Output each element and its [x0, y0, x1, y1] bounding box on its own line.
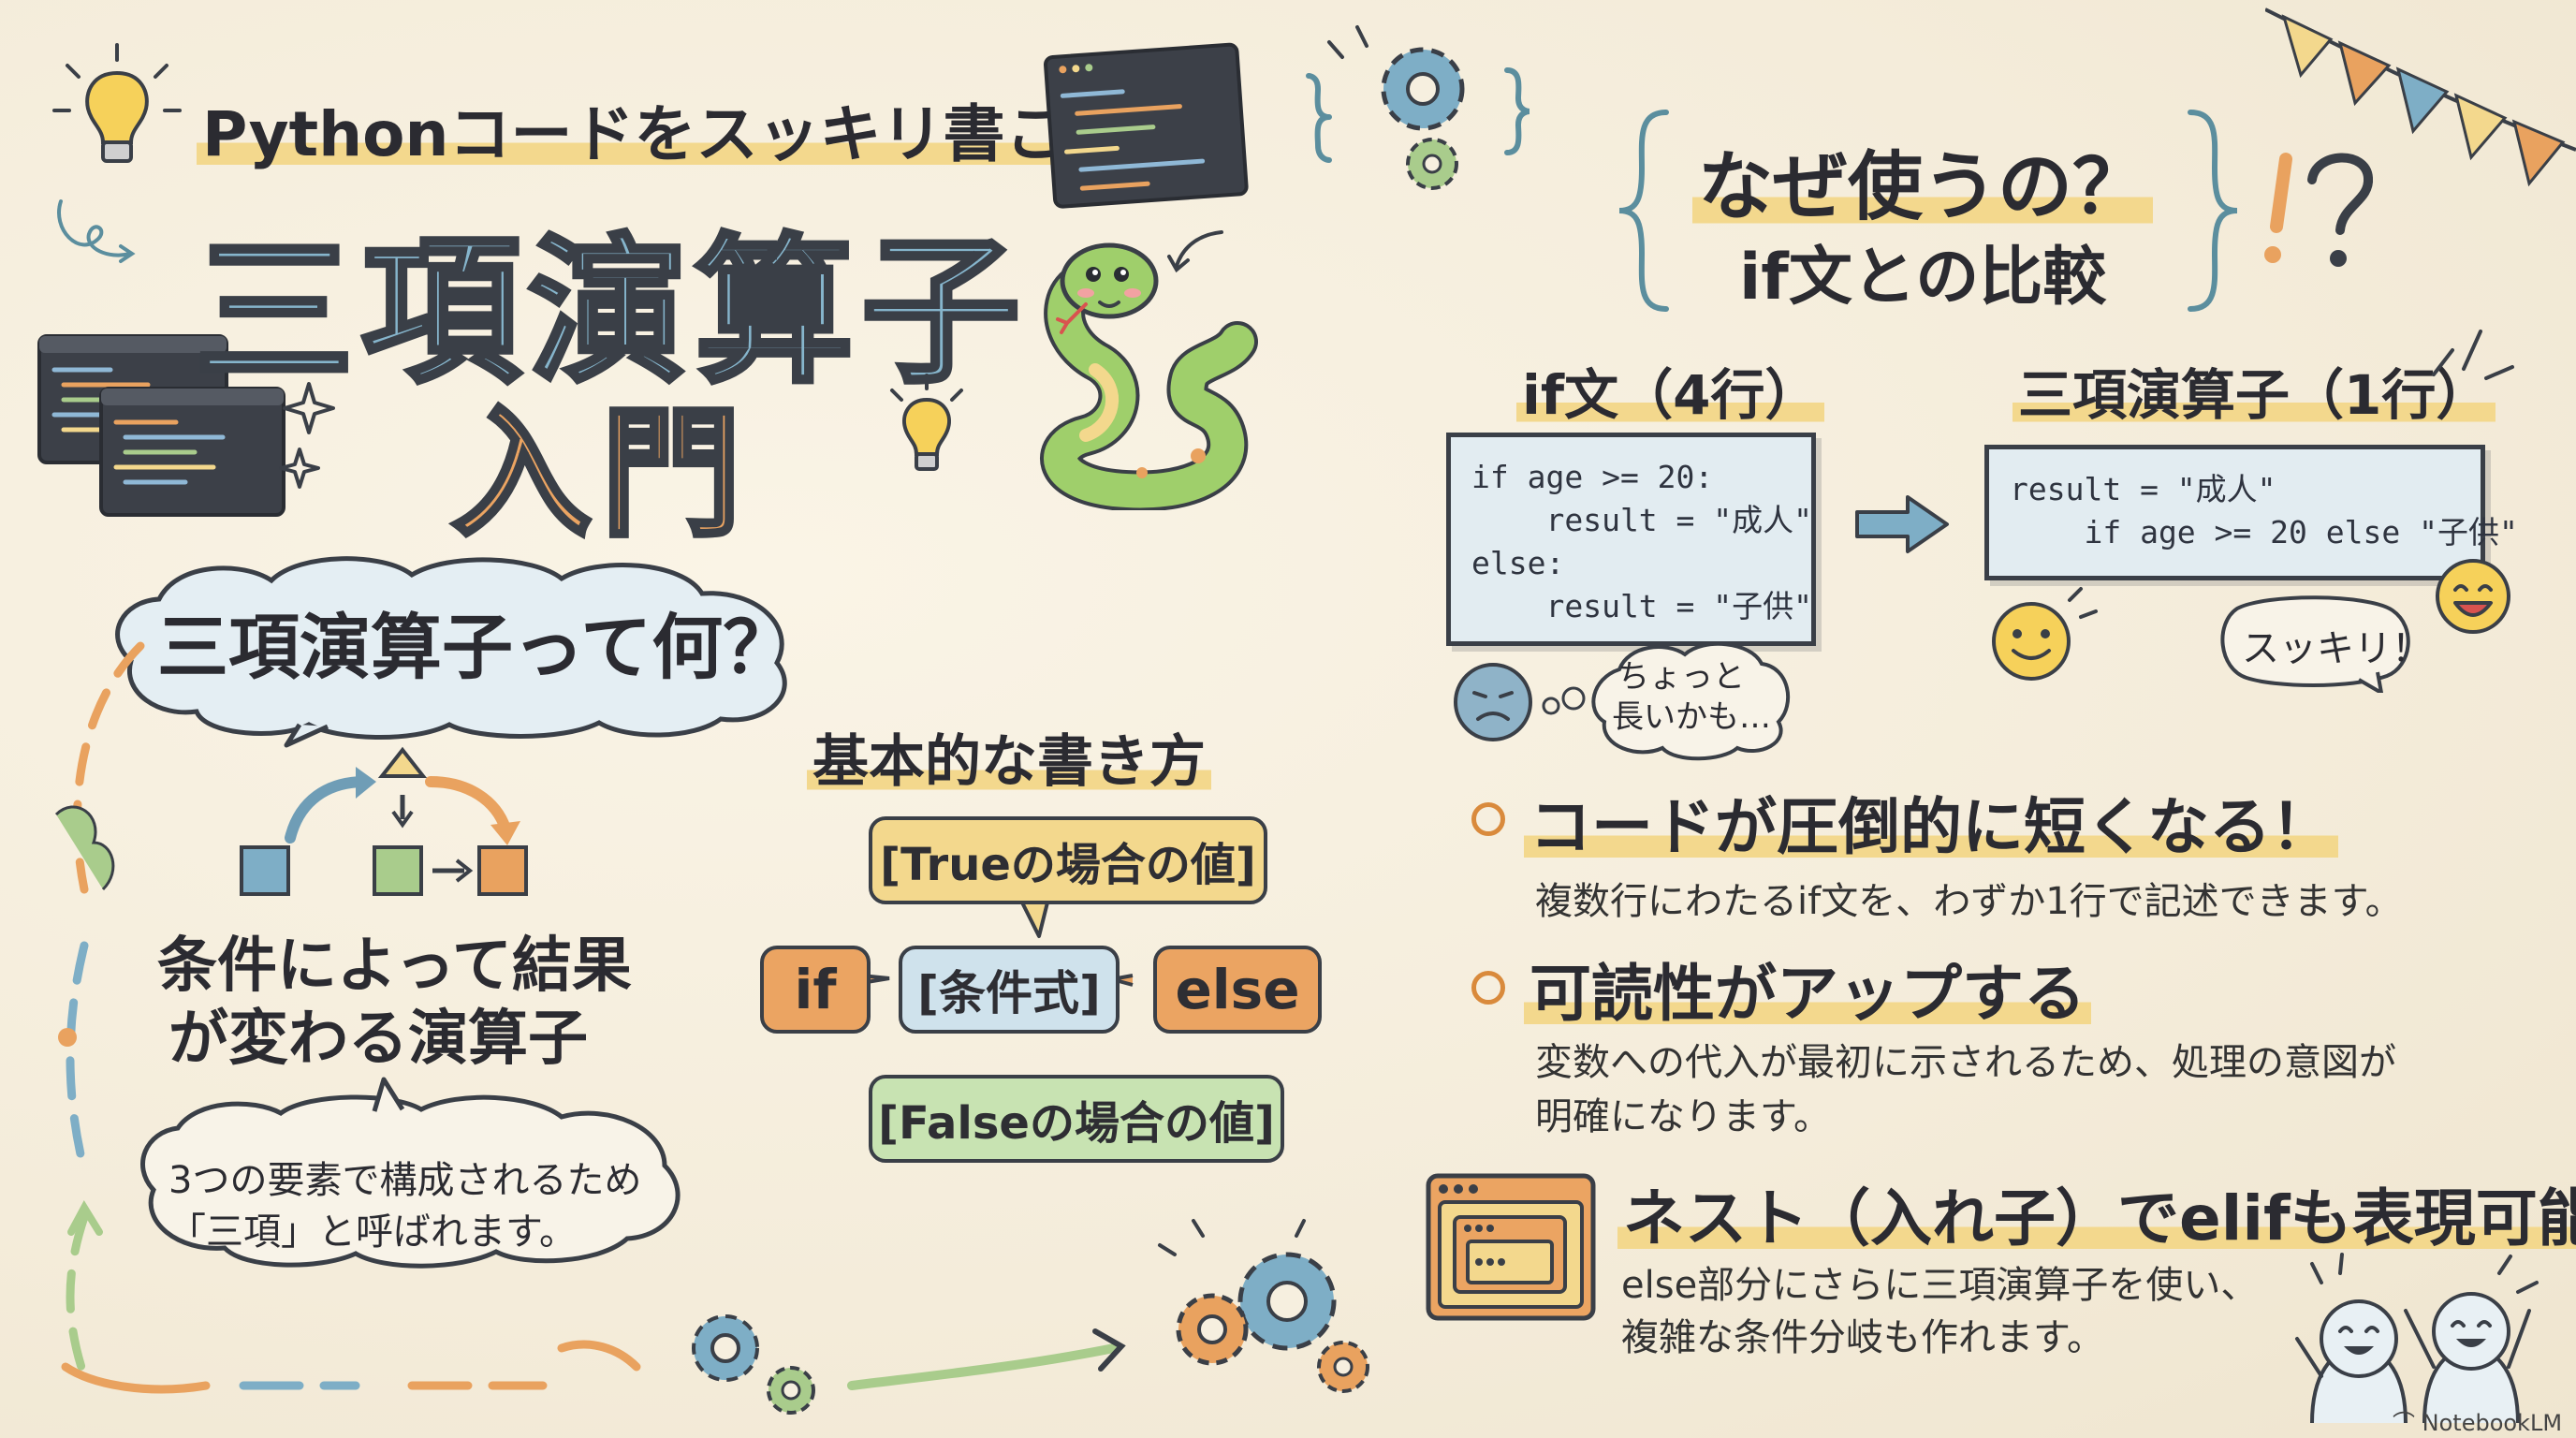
sparkle-icon: [279, 382, 335, 489]
dashed-arrow-trail: [54, 641, 145, 1381]
speech-bubble: [2220, 595, 2410, 693]
cheering-characters-icon: [2295, 1253, 2539, 1423]
lightbulb-icon: [52, 43, 182, 163]
ternary-code-block: result = "成人" if age >= 20 else "子供": [1984, 445, 2518, 580]
benefit-1-body: 複数行にわたるif文を、わずか1行で記述できます。: [1535, 880, 2403, 923]
gear-icon: [1306, 25, 1530, 190]
happy-bubble-text: スッキリ！: [2242, 627, 2429, 670]
if-keyword-box: if: [760, 946, 871, 1034]
if-code-line-1: if age >= 20:: [1471, 459, 1714, 495]
benefit-2-title-text: 可読性がアップする: [1524, 958, 2091, 1030]
code-window-icon: [1044, 42, 1249, 209]
gear-icon: [692, 1314, 815, 1415]
why-subheading: if文との比較: [1739, 241, 2107, 315]
left-brace: [1618, 110, 1669, 312]
curly-arrow-icon: [1167, 230, 1223, 273]
bunting-decoration: [2265, 7, 2576, 187]
benefit-2-body-line-1: 変数への代入が最初に示されるため、処理の意図が: [1535, 1041, 2396, 1084]
page-title: 三項演算子: [192, 218, 1029, 408]
benefit-1-title: コードが圧倒的に短くなる！: [1524, 777, 2338, 867]
why-heading: なぜ使うの？: [1692, 126, 2153, 235]
sparkle-lines-icon: [2432, 330, 2514, 380]
else-keyword-box: else: [1153, 946, 1322, 1034]
true-value-box: [Trueの場合の値]: [869, 816, 1267, 904]
question-heading: 三項演算子って何？: [157, 606, 795, 689]
code-window-icon: [37, 334, 285, 517]
if-code-block: if age >= 20: result = "成人" else: result …: [1446, 433, 1816, 646]
python-snake-icon: [1040, 242, 1258, 510]
why-heading-text: なぜ使うの？: [1692, 143, 2153, 230]
watermark-icon: ⌒: [2393, 1410, 2422, 1436]
syntax-heading-text: 基本的な書き方: [807, 729, 1211, 795]
gear-icon: [1158, 1219, 1369, 1393]
note-line-1: 3つの要素で構成されるため: [168, 1159, 642, 1202]
subtitle-text: Pythonコードをスッキリ書こう！: [197, 98, 1196, 170]
exclamation-question-icon: [2264, 153, 2373, 267]
if-statement-label: if文（4行）: [1516, 351, 1825, 430]
ternary-label: 三項演算子（1行）: [2012, 351, 2496, 430]
flow-diagram-icon: [240, 746, 528, 896]
description-line-1: 条件によって結果: [157, 932, 632, 1001]
page-title-sub: 入門: [448, 391, 752, 559]
subtitle: Pythonコードをスッキリ書こう！: [197, 84, 1196, 174]
benefit-3-title-text: ネスト（入れ子）でelifも表現可能: [1617, 1182, 2576, 1255]
sad-bubble-line-1: ちょっと: [1617, 658, 1745, 696]
benefit-1-title-text: コードが圧倒的に短くなる！: [1524, 791, 2338, 863]
thought-bubble: [1591, 641, 1791, 761]
benefit-2-body-line-2: 明確になります。: [1535, 1095, 1831, 1138]
benefit-2-title: 可読性がアップする: [1524, 944, 2091, 1034]
nested-window-icon: [1426, 1173, 1596, 1321]
bullet-dot: [1471, 802, 1505, 836]
description-line-2: が変わる演算子: [168, 1005, 588, 1074]
note-line-2: 「三項」と呼ばれます。: [168, 1211, 577, 1254]
if-statement-label-text: if文（4行）: [1516, 363, 1825, 427]
bullet-dot: [1471, 971, 1505, 1005]
watermark-text: NotebookLM: [2422, 1410, 2563, 1436]
question-cloud-bubble: [115, 556, 787, 748]
smiley-face-icon: [1992, 587, 2098, 681]
benefit-3-title: ネスト（入れ子）でelifも表現可能: [1617, 1168, 2576, 1258]
if-code-line-3: else:: [1471, 545, 1565, 581]
ternary-label-text: 三項演算子（1行）: [2012, 363, 2496, 427]
sad-bubble-line-2: 長いかも…: [1612, 698, 1771, 736]
note-cloud-bubble: [140, 1077, 681, 1269]
right-brace: [2188, 110, 2238, 312]
condition-box: [条件式]: [899, 946, 1120, 1034]
ternary-code-line-1: result = "成人": [2010, 471, 2276, 507]
watermark: ⌒ NotebookLM: [2393, 1404, 2562, 1437]
if-code-line-4: result = "子供": [1471, 588, 1813, 624]
benefit-3-body-line-1: else部分にさらに三項演算子を使い、: [1621, 1264, 2259, 1307]
if-code-line-2: result = "成人": [1471, 502, 1813, 538]
smiley-face-icon: [2436, 559, 2510, 634]
benefit-3-body-line-2: 複雑な条件分岐も作れます。: [1621, 1316, 2104, 1359]
sad-face-icon: [1454, 663, 1586, 741]
ternary-code-line-2: if age >= 20 else "子供": [2010, 514, 2518, 550]
curly-arrow-icon: [57, 199, 136, 263]
syntax-heading: 基本的な書き方: [807, 716, 1211, 798]
lightbulb-icon: [890, 374, 963, 471]
arrow-right-icon: [1855, 495, 1949, 553]
bottom-arrow-trail: [61, 1328, 1126, 1394]
false-value-box: [Falseの場合の値]: [869, 1075, 1284, 1163]
